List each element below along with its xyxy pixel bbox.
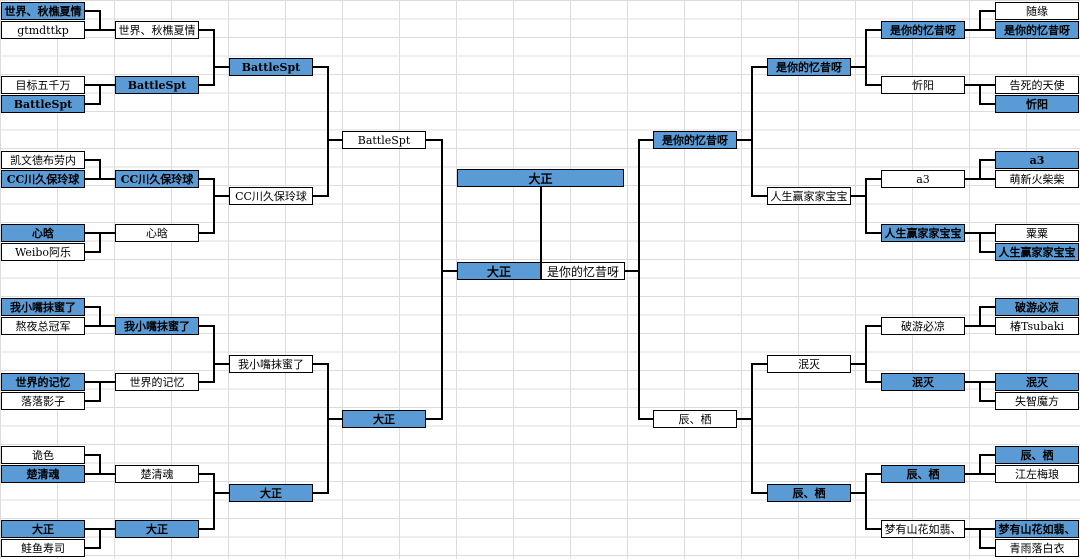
right-r1-team: 告死的天使 (995, 76, 1079, 94)
connector-line (979, 454, 995, 475)
left-r2-team: 大正 (115, 520, 199, 538)
final-left-team: 大正 (457, 262, 541, 280)
right-r2-team: 忻阳 (881, 76, 965, 94)
connector-line (865, 325, 881, 383)
connector-line (85, 159, 101, 180)
right-r3-team: 人生赢家家宝宝 (767, 187, 851, 205)
left-r1-team: 凯文德布劳内 (1, 151, 85, 169)
right-r1-team: 萌新火柴柴 (995, 170, 1079, 188)
connector-line (313, 66, 329, 197)
right-r3-team: 辰、栖 (767, 484, 851, 502)
left-r2-team: BattleSpt (115, 76, 199, 94)
left-r2-team: 世界、秋樵夏情 (115, 21, 199, 39)
left-r3-team: 我小嘴抹蜜了 (229, 355, 313, 373)
left-r1-team: 楚清魂 (1, 465, 85, 483)
right-r2-team: 泯灭 (881, 373, 965, 391)
connector-line (85, 84, 101, 105)
right-r2-team: 梦有山花如翡、 (881, 520, 965, 538)
left-r1-team: Weibo阿乐 (1, 243, 85, 261)
connector-line (638, 139, 653, 420)
left-r3-team: BattleSpt (229, 58, 313, 76)
connector-line (979, 528, 995, 549)
right-r2-team: a3 (881, 170, 965, 188)
left-r1-team: 鲑鱼寿司 (1, 539, 85, 557)
right-r1-team: 人生赢家家宝宝 (995, 243, 1079, 261)
connector-line (85, 306, 101, 327)
right-r1-team: 椿Tsubaki (995, 317, 1079, 335)
right-r1-team: 江左梅琅 (995, 465, 1079, 483)
left-r1-team: gtmdttkp (1, 21, 85, 39)
connector-line (865, 178, 881, 234)
left-r3-team: CC川久保玲球 (229, 187, 313, 205)
right-r2-team: 人生赢家家宝宝 (881, 224, 965, 242)
connector-line (199, 178, 215, 234)
right-r1-team: 随缘 (995, 2, 1079, 20)
right-r3-team: 泯灭 (767, 355, 851, 373)
left-r1-team: 诡色 (1, 446, 85, 464)
connector-line (85, 232, 101, 253)
right-r1-team: 破游必凉 (995, 298, 1079, 316)
final-right-team: 是你的忆昔呀 (541, 262, 625, 280)
left-r1-team: 心晗 (1, 224, 85, 242)
connector-line (865, 29, 881, 86)
connector-line (979, 306, 995, 327)
left-r1-team: BattleSpt (1, 95, 85, 113)
left-r2-team: 世界的记忆 (115, 373, 199, 391)
connector-line (751, 66, 767, 197)
connector-line (85, 454, 101, 475)
left-r2-team: 我小嘴抹蜜了 (115, 317, 199, 335)
right-r2-team: 破游必凉 (881, 317, 965, 335)
left-r3-team: 大正 (229, 484, 313, 502)
right-r4-team: 是你的忆昔呀 (653, 131, 737, 149)
connector-line (865, 473, 881, 530)
right-r1-team: 忻阳 (995, 95, 1079, 113)
right-r1-team: 梦有山花如翡、 (995, 520, 1079, 538)
connector-line (313, 363, 329, 494)
right-r1-team: a3 (995, 151, 1079, 169)
right-r4-team: 辰、栖 (653, 410, 737, 428)
connector-line (426, 139, 443, 420)
connector-line (979, 159, 995, 180)
connector-line (199, 29, 215, 86)
left-r1-team: 大正 (1, 520, 85, 538)
left-r1-team: 我小嘴抹蜜了 (1, 298, 85, 316)
right-r1-team: 是你的忆昔呀 (995, 21, 1079, 39)
connector-line (751, 363, 767, 494)
left-r1-team: 世界的记忆 (1, 373, 85, 391)
connector-line (199, 473, 215, 530)
left-r2-team: 楚清魂 (115, 465, 199, 483)
right-r1-team: 青雨落白衣 (995, 539, 1079, 557)
connector-line (979, 84, 995, 105)
right-r3-team: 是你的忆昔呀 (767, 58, 851, 76)
left-r4-team: 大正 (342, 410, 426, 428)
right-r1-team: 辰、栖 (995, 446, 1079, 464)
connector-line (199, 325, 215, 383)
left-r4-team: BattleSpt (342, 131, 426, 149)
left-r1-team: CC川久保玲球 (1, 170, 85, 188)
right-r1-team: 失智魔方 (995, 392, 1079, 410)
connector-line (979, 10, 995, 31)
connector-line (85, 381, 101, 402)
connector-line (979, 232, 995, 253)
connector-line (85, 528, 101, 549)
left-r1-team: 落落影子 (1, 392, 85, 410)
right-r2-team: 是你的忆昔呀 (881, 21, 965, 39)
left-r1-team: 世界、秋樵夏情 (1, 2, 85, 20)
right-r2-team: 辰、栖 (881, 465, 965, 483)
right-r1-team: 粟粟 (995, 224, 1079, 242)
left-r2-team: CC川久保玲球 (115, 170, 199, 188)
connector-line (85, 10, 101, 31)
champion-cell: 大正 (457, 169, 624, 187)
connector-line (979, 381, 995, 402)
left-r1-team: 目标五千万 (1, 76, 85, 94)
right-r1-team: 泯灭 (995, 373, 1079, 391)
left-r1-team: 熬夜总冠军 (1, 317, 85, 335)
left-r2-team: 心晗 (115, 224, 199, 242)
